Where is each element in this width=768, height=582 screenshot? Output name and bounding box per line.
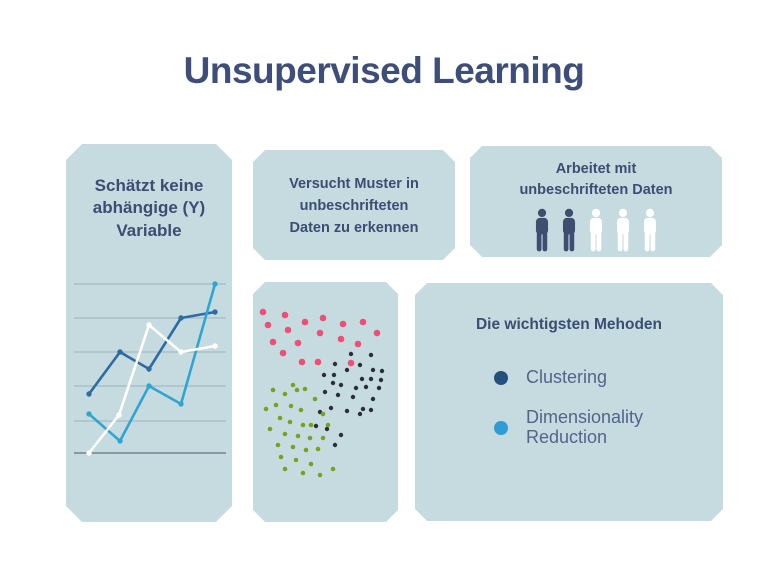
person-icon	[612, 208, 634, 253]
methods-list: Clustering Dimensionality Reduction	[494, 368, 676, 447]
text-line: Variable	[116, 220, 182, 240]
person-icon	[558, 208, 580, 253]
page-title: Unsupervised Learning	[183, 50, 585, 91]
text-line: abhängige (Y)	[92, 198, 206, 218]
method-label: Dimensionality Reduction	[526, 407, 644, 447]
card-methods: Die wichtigsten Mehoden Clustering Dimen…	[415, 283, 723, 521]
text-line: Schätzt keine	[94, 176, 204, 195]
card-unlabeled-data: Arbeitet mit unbeschrifteten Daten	[470, 146, 722, 257]
bullet-dot-icon	[494, 421, 508, 435]
text-line: unbeschrifteten Daten	[519, 182, 673, 199]
methods-heading: Die wichtigsten Mehoden	[475, 316, 662, 333]
text-line: unbeschrifteten	[299, 197, 409, 214]
card-no-dependent-variable-text: Schätzt keine abhängige (Y) Variable	[66, 144, 232, 242]
method-item-dimensionality-reduction: Dimensionality Reduction	[494, 408, 676, 447]
person-icon	[639, 208, 661, 253]
bullet-dot-icon	[494, 371, 508, 385]
method-item-clustering: Clustering	[494, 368, 676, 387]
person-icon	[531, 208, 553, 253]
text-line: Daten zu erkennen	[289, 219, 419, 236]
card-pattern-recognition-text: Versucht Muster in unbeschrifteten Daten…	[253, 150, 455, 239]
scatter-chart	[253, 282, 398, 522]
card-no-dependent-variable: Schätzt keine abhängige (Y) Variable	[66, 144, 232, 522]
card-pattern-recognition: Versucht Muster in unbeschrifteten Daten…	[253, 150, 455, 260]
text-line: Arbeitet mit	[555, 161, 637, 177]
line-chart	[66, 144, 232, 522]
person-icon	[585, 208, 607, 253]
text-line: Versucht Muster in	[289, 176, 419, 192]
people-row	[470, 208, 722, 253]
method-label: Clustering	[526, 367, 608, 387]
card-scatter-plot	[253, 282, 398, 522]
card-unlabeled-data-text: Arbeitet mit unbeschrifteten Daten	[470, 146, 722, 201]
